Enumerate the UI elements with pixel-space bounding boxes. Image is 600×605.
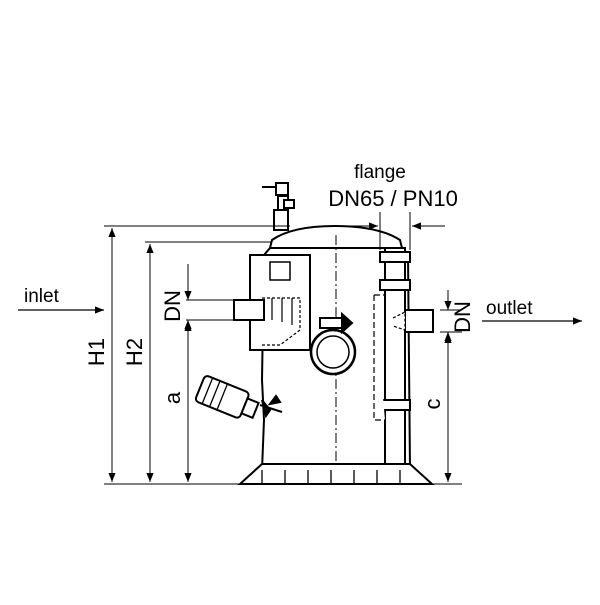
motor — [194, 375, 283, 420]
flange-spec-label: DN65 / PN10 — [328, 186, 458, 211]
outlet-label: outlet — [486, 298, 533, 319]
agitator-blade — [261, 394, 282, 419]
h1-label: H1 — [84, 338, 109, 366]
h2-label: H2 — [122, 338, 147, 366]
inlet-label: inlet — [24, 286, 60, 307]
dimension-lines — [104, 212, 462, 485]
base-frame — [237, 463, 435, 485]
discharge-column — [373, 247, 411, 471]
c-label: c — [420, 399, 445, 410]
flow-arrow-mark — [319, 311, 354, 335]
flange-label: flange — [354, 162, 406, 183]
vent-valve — [262, 182, 295, 231]
inspection-port — [309, 328, 357, 376]
dn-inlet-label: DN — [160, 290, 185, 322]
flow-arrows — [18, 306, 582, 325]
a-label: a — [160, 391, 185, 404]
dn-outlet-label: DN — [450, 301, 475, 333]
inlet-pipe — [233, 299, 265, 321]
outlet-pipe — [392, 309, 434, 333]
